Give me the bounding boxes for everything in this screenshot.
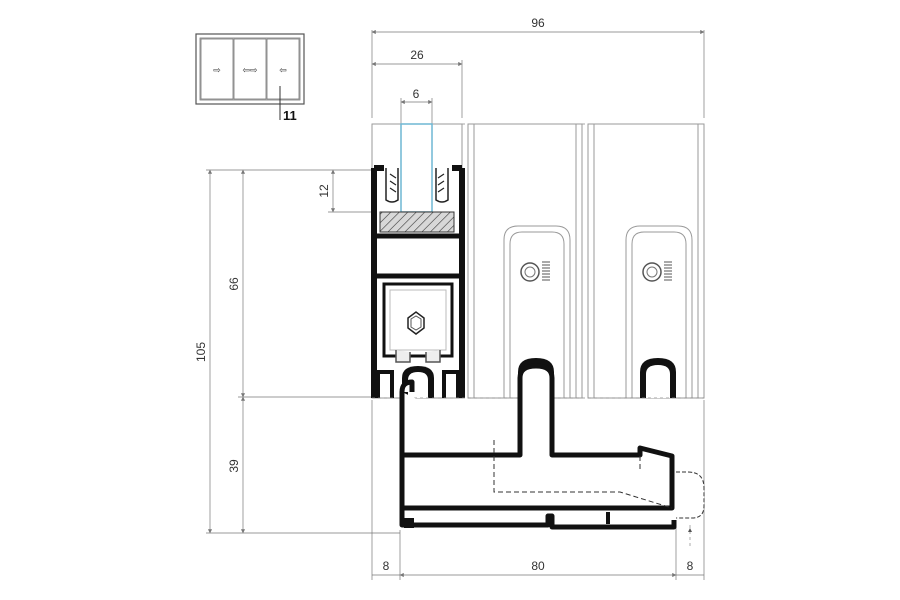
- window-elevation-thumbnail: ⇨ ⇦⇨ ⇦ 11: [195, 33, 305, 123]
- thumbnail-sash-left: [200, 38, 234, 100]
- thumbnail-arrow-right: ⇦: [279, 65, 287, 75]
- bottom-frame-profile: [372, 363, 705, 548]
- thumbnail-sash-right: [266, 38, 300, 100]
- dim-lower-height: 39: [227, 459, 241, 473]
- dim-glass-width: 6: [413, 87, 420, 101]
- sash-panel-middle: [467, 123, 583, 399]
- end-gasket: [676, 471, 705, 519]
- gasket-left: [385, 168, 399, 203]
- bottom-dimensions: 8 80 8: [371, 400, 705, 580]
- dim-upper-height: 66: [227, 277, 241, 291]
- dim-overall-width: 96: [531, 16, 545, 30]
- gasket-right: [435, 168, 449, 203]
- thumbnail-arrow-left: ⇨: [213, 65, 221, 75]
- glazed-sash-section: [371, 123, 465, 399]
- insulation-spacer: [379, 211, 455, 233]
- dim-glass-bite: 12: [317, 184, 331, 198]
- dim-left-offset: 8: [383, 559, 390, 573]
- dim-frame-depth: 26: [410, 48, 424, 62]
- glass-pane: [400, 123, 433, 213]
- thumbnail-sash-middle: [233, 38, 267, 100]
- dim-base-width: 80: [531, 559, 545, 573]
- top-dimensions: 96 26 6: [371, 16, 705, 124]
- dim-total-height: 105: [194, 342, 208, 362]
- reference-number: 11: [283, 108, 297, 123]
- left-dimensions: 105 66 39 12: [194, 169, 400, 534]
- sash-panel-right: [587, 123, 705, 399]
- dim-right-offset: 8: [687, 559, 694, 573]
- thumbnail-arrow-middle: ⇦⇨: [242, 65, 258, 75]
- drain-arrow-icon: [688, 528, 692, 532]
